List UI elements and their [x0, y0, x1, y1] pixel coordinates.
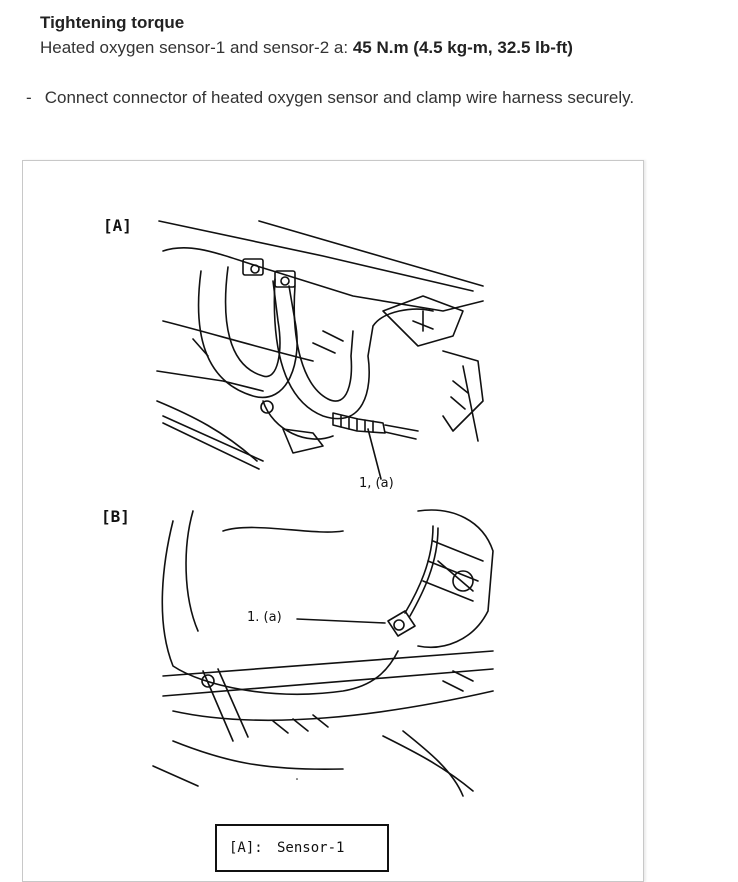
- torque-spec-line: Heated oxygen sensor-1 and sensor-2 a: 4…: [40, 38, 573, 58]
- panel-a-drawing: [156, 220, 484, 480]
- instruction-bullet: -: [26, 88, 32, 107]
- panel-b-label: [B]: [101, 507, 130, 526]
- instruction-text: Connect connector of heated oxygen senso…: [44, 88, 635, 107]
- torque-spec-label: Heated oxygen sensor-1 and sensor-2 a:: [40, 38, 349, 57]
- torque-spec-value: 45 N.m (4.5 kg-m, 32.5 lb-ft): [352, 38, 573, 57]
- panel-b-callout: 1. (a): [247, 610, 282, 625]
- panel-a-label: [A]: [103, 216, 132, 235]
- torque-heading: Tightening torque: [40, 13, 185, 32]
- legend-box: [A]: Sensor-1: [215, 824, 389, 872]
- legend-key: [A]:: [229, 840, 263, 856]
- legend-value: Sensor-1: [277, 840, 345, 856]
- instruction-step: - Connect connector of heated oxygen sen…: [26, 88, 634, 108]
- panel-a-callout: 1, (a): [359, 476, 394, 491]
- sensor-figure: [A] 1, (a) [B] 1. (a) [A]: Sensor-1: [22, 160, 644, 882]
- panel-b-drawing: [152, 509, 494, 797]
